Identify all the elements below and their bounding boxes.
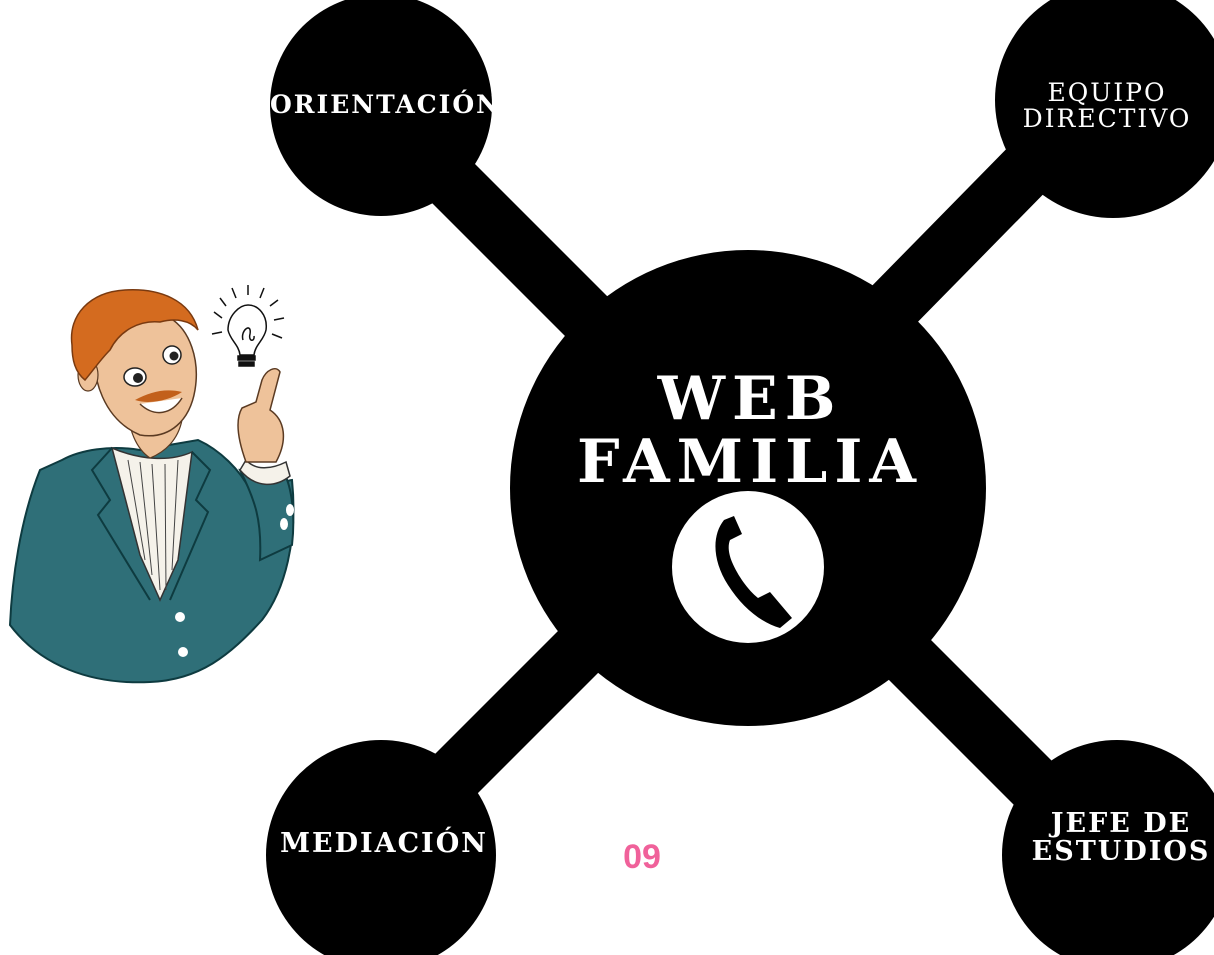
node-label-mediacion: MEDIACIÓN bbox=[280, 828, 488, 859]
node-mediacion bbox=[266, 740, 496, 955]
center-title-line-1: WEB bbox=[657, 364, 843, 434]
phone-icon bbox=[672, 491, 824, 643]
node-equipo-directivo bbox=[995, 0, 1214, 218]
hair bbox=[70, 289, 199, 382]
character-illustration bbox=[8, 289, 295, 684]
jefe-line-1: JEFE DE bbox=[1050, 808, 1192, 839]
node-center bbox=[510, 250, 986, 726]
hand bbox=[237, 368, 285, 463]
node-label-orientacion: ORIENTACIÓN bbox=[270, 90, 502, 119]
node-orientacion bbox=[270, 0, 492, 216]
page-number: 09 bbox=[623, 838, 661, 876]
lightbulb-icon bbox=[211, 285, 285, 367]
center-title: WEB FAMILIA bbox=[560, 368, 940, 494]
node-label-jefe-estudios: JEFE DE ESTUDIOS bbox=[1028, 808, 1214, 868]
node-jefe-estudios bbox=[1002, 740, 1214, 955]
jefe-line-2: ESTUDIOS bbox=[1031, 836, 1211, 868]
node-label-equipo-directivo: EQUIPO DIRECTIVO bbox=[1000, 78, 1214, 134]
center-title-line-2: FAMILIA bbox=[577, 427, 923, 497]
equipo-line-1: EQUIPO bbox=[1047, 78, 1167, 107]
equipo-line-2: DIRECTIVO bbox=[1022, 104, 1192, 134]
